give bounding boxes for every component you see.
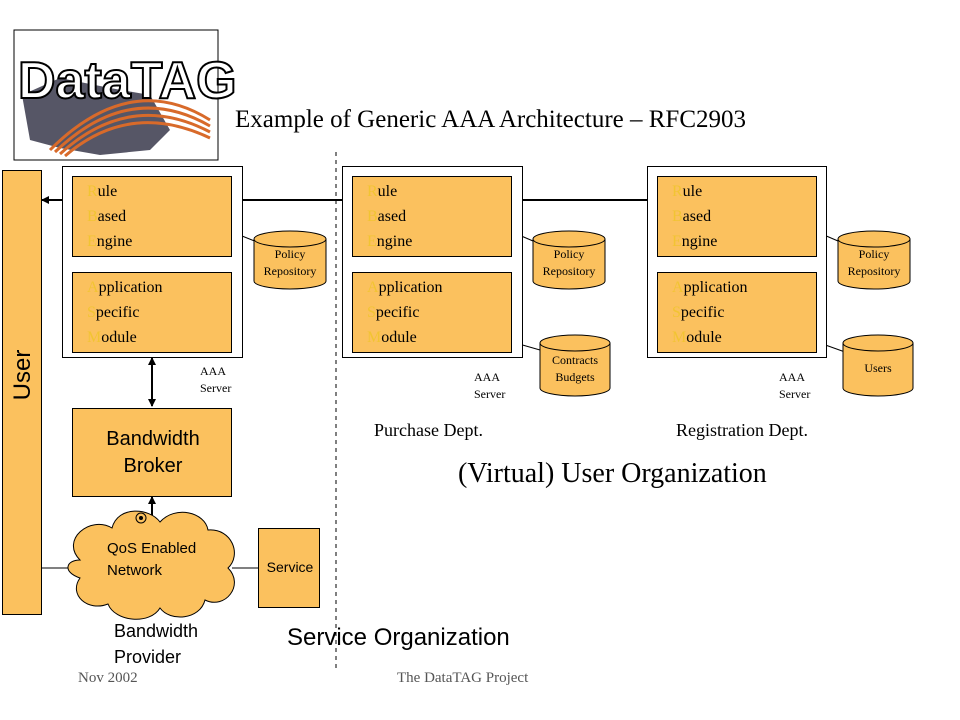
users-db: Users [864,361,892,375]
qos-network-cloud [67,510,235,620]
virtual-user-org-label: (Virtual) User Organization [458,458,767,489]
svg-text:DataTAG: DataTAG [18,52,237,110]
database-cylinders [253,230,914,397]
user-label: User [9,349,36,401]
registration-dept-label: Registration Dept. [676,420,808,440]
footer-project: The DataTAG Project [397,670,529,686]
bandwidth-broker: Bandwidth Broker [72,408,232,497]
service-box: Service [258,528,320,608]
purchase-dept-label: Purchase Dept. [374,420,483,440]
page-title: Example of Generic AAA Architecture – RF… [235,106,746,133]
footer-date: Nov 2002 [78,670,138,686]
user-bar: User [2,170,42,615]
engine1-line1: ule [97,183,118,200]
broker-line1: Bandwidth [106,428,200,450]
service-org-label: Service Organization [287,624,510,651]
service-label: Service [266,559,314,575]
datatag-logo: DataTAG [13,29,238,161]
broker-line2: Broker [123,455,183,477]
